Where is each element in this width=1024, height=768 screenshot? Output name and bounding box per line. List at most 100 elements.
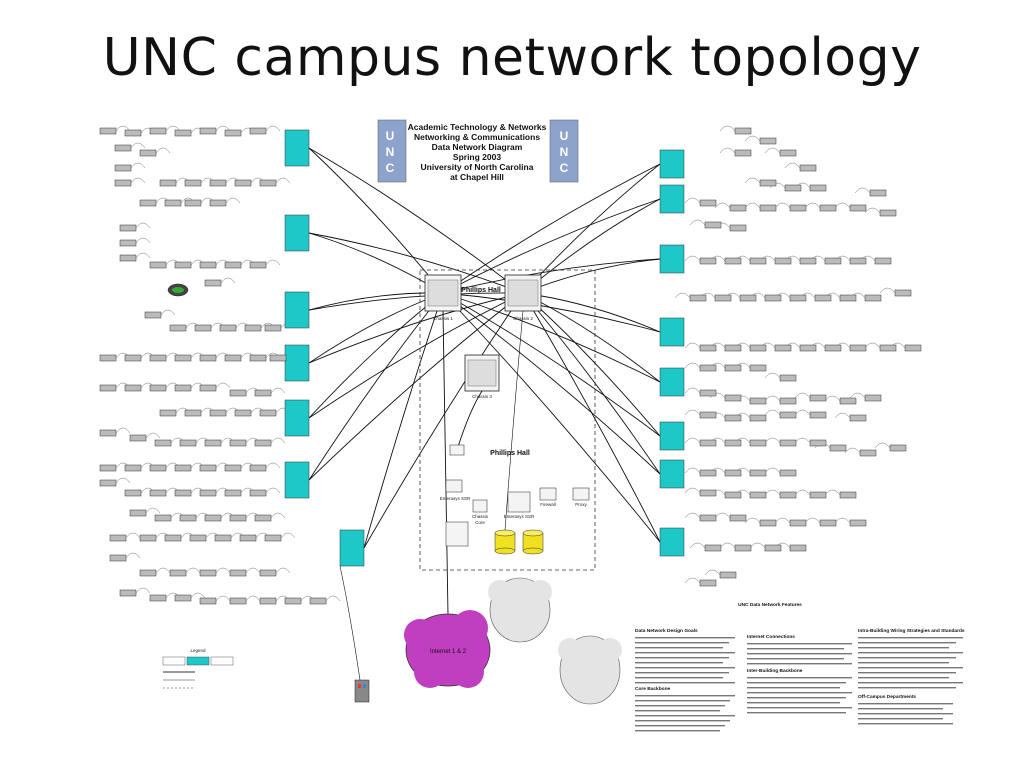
edge-link	[270, 387, 286, 394]
backbone-link	[308, 292, 444, 311]
edge-device	[174, 261, 192, 269]
edge-device	[809, 439, 827, 447]
text-line	[635, 682, 735, 684]
edge-device	[789, 294, 807, 302]
edge-link	[674, 292, 691, 299]
edge-device	[239, 534, 257, 542]
backbone-link	[308, 292, 444, 481]
left-hub-switch	[284, 399, 310, 437]
sub-label-4: Enterasys SSR	[504, 514, 535, 519]
text-line	[635, 720, 730, 722]
edge-link	[115, 125, 131, 132]
right-logo	[549, 119, 579, 183]
edge-device	[809, 411, 827, 419]
backbone-link	[308, 147, 524, 294]
text-line	[747, 653, 852, 655]
backbone-link	[363, 292, 524, 549]
text-line	[635, 710, 720, 712]
edge-link	[145, 432, 161, 439]
edge-link	[794, 437, 811, 444]
edge-link	[185, 567, 201, 574]
edge-device	[164, 534, 182, 542]
edge-device	[724, 491, 742, 499]
edge-link	[684, 577, 701, 584]
text-line	[747, 692, 852, 694]
edge-link	[794, 409, 811, 416]
edge-device	[199, 464, 217, 472]
edge-device	[699, 364, 717, 372]
edge-device	[714, 294, 732, 302]
edge-device	[809, 184, 827, 192]
edge-device	[109, 554, 127, 562]
backbone-link	[442, 258, 661, 294]
backbone-link	[442, 292, 661, 475]
edge-device	[829, 444, 847, 452]
edge-device	[119, 224, 137, 232]
edge-link	[684, 437, 701, 444]
core-phillips-link	[456, 390, 483, 451]
text-line	[858, 642, 956, 644]
edge-device	[199, 354, 217, 362]
internet-cloud: Internet 1 & 2	[404, 610, 491, 688]
legend-title: Legend	[190, 648, 206, 653]
left-hub-switch	[339, 529, 365, 567]
edge-link	[774, 517, 791, 524]
core-chassis-2	[504, 274, 542, 312]
text-line	[747, 682, 846, 684]
edge-link	[125, 532, 141, 539]
edge-link	[774, 202, 791, 209]
edge-device	[689, 294, 707, 302]
left-logo	[377, 119, 407, 183]
edge-link	[190, 592, 206, 599]
edge-device	[719, 571, 737, 579]
edge-device	[849, 257, 867, 265]
edge-device	[179, 439, 197, 447]
edge-link	[215, 595, 231, 602]
sub-label-6: Proxy	[575, 502, 587, 507]
edge-device	[809, 394, 827, 402]
edge-device	[184, 179, 202, 187]
edge-device	[764, 294, 782, 302]
text-line	[635, 695, 735, 697]
edge-device	[819, 204, 837, 212]
edge-device	[159, 179, 177, 187]
edge-device	[124, 384, 142, 392]
edge-device	[724, 439, 742, 447]
edge-device	[249, 464, 267, 472]
edge-device	[724, 414, 742, 422]
svg-text:N: N	[386, 145, 395, 159]
gray-cloud-2	[558, 635, 622, 705]
edge-device	[259, 409, 277, 417]
backbone-link	[442, 292, 661, 383]
edge-device	[174, 384, 192, 392]
edge-link	[115, 477, 131, 484]
edge-device	[724, 469, 742, 477]
edge-device	[729, 204, 747, 212]
edge-device	[849, 204, 867, 212]
edge-device	[124, 129, 142, 137]
edge-link	[864, 342, 881, 349]
text-line	[858, 703, 953, 705]
edge-device	[749, 469, 767, 477]
left-hub-switch	[284, 214, 310, 252]
edge-link	[145, 507, 161, 514]
edge-link	[165, 125, 181, 132]
edge-device	[849, 344, 867, 352]
edge-link	[684, 487, 701, 494]
edge-link	[115, 427, 131, 434]
edge-link	[135, 252, 151, 259]
backbone-link	[442, 198, 661, 294]
edge-link	[215, 382, 231, 389]
edge-device	[119, 589, 137, 597]
edge-device	[224, 464, 242, 472]
col2-heading-1: Internet Connections	[747, 634, 795, 640]
edge-link	[155, 567, 171, 574]
chassis-1-label: Chassis 1	[433, 316, 453, 321]
edge-link	[684, 409, 701, 416]
edge-device	[864, 394, 882, 402]
edge-device	[839, 397, 857, 405]
edge-device	[759, 179, 777, 187]
left-hub-switch	[284, 461, 310, 499]
text-line	[858, 713, 953, 715]
sub-label-5: Firewall	[540, 502, 556, 507]
